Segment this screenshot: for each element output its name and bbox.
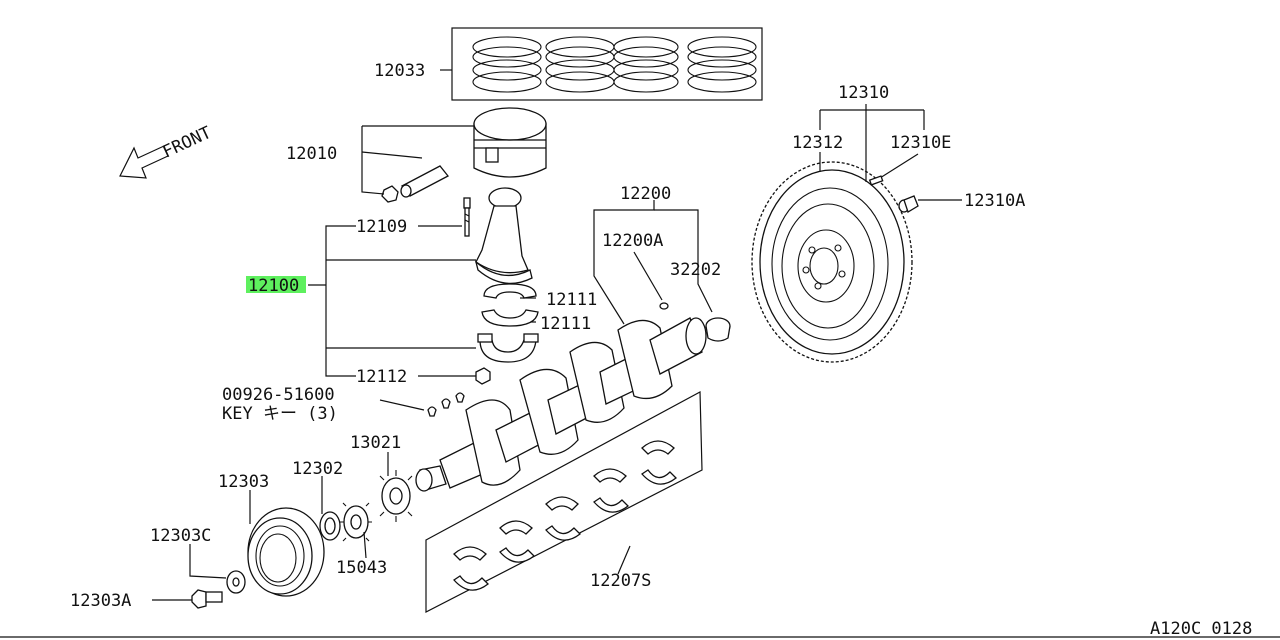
main-bearing-set[interactable] xyxy=(425,391,703,613)
callout-12111-lower[interactable]: 12111 xyxy=(540,314,591,334)
callout-12111-upper[interactable]: 12111 xyxy=(546,290,597,310)
callout-12303C[interactable]: 12303C xyxy=(150,526,211,546)
callout-12310E[interactable]: 12310E xyxy=(890,133,951,153)
conrod-bearing-upper[interactable] xyxy=(483,283,537,299)
callout-12312[interactable]: 12312 xyxy=(792,133,843,153)
callout-12303A[interactable]: 12303A xyxy=(70,591,131,611)
piston[interactable] xyxy=(473,107,547,178)
crank-sprocket[interactable] xyxy=(379,470,413,522)
front-label: FRONT xyxy=(160,123,215,163)
crank-pulley[interactable] xyxy=(247,507,325,597)
callout-12200[interactable]: 12200 xyxy=(620,184,671,204)
woodruff-keys[interactable] xyxy=(427,392,465,417)
callout-12303[interactable]: 12303 xyxy=(218,472,269,492)
conrod-cap[interactable] xyxy=(477,333,539,363)
conrod-bearing-lower[interactable] xyxy=(481,309,539,327)
flywheel-bolt[interactable] xyxy=(898,195,919,213)
connecting-rod[interactable] xyxy=(474,187,533,285)
callout-12112[interactable]: 12112 xyxy=(356,367,407,387)
conrod-bolt[interactable] xyxy=(463,197,471,237)
flywheel-dowel[interactable] xyxy=(868,175,884,186)
callout-12033[interactable]: 12033 xyxy=(374,61,425,81)
callout-32202[interactable]: 32202 xyxy=(670,260,721,280)
figure-code: A120C 0128 xyxy=(1150,619,1252,639)
crank-spacer[interactable] xyxy=(319,511,341,541)
callout-12310[interactable]: 12310 xyxy=(838,83,889,103)
callout-12310A[interactable]: 12310A xyxy=(964,191,1025,211)
pilot-bearing[interactable] xyxy=(705,317,731,342)
oil-pump-drive-gear[interactable] xyxy=(340,502,372,542)
piston-pin-nut[interactable] xyxy=(381,185,399,203)
callout-12200A[interactable]: 12200A xyxy=(602,231,663,251)
pulley-washer[interactable] xyxy=(226,570,246,594)
callout-12100[interactable]: 12100 xyxy=(248,276,299,296)
callout-13021[interactable]: 13021 xyxy=(350,433,401,453)
callout-12207S[interactable]: 12207S xyxy=(590,571,651,591)
front-arrow-icon xyxy=(119,145,169,179)
piston-ring-set[interactable] xyxy=(440,27,763,101)
pulley-bolt[interactable] xyxy=(191,589,223,609)
crankshaft[interactable] xyxy=(415,317,707,492)
callout-00926-51600[interactable]: 00926-51600 xyxy=(222,385,335,405)
callout-12302[interactable]: 12302 xyxy=(292,459,343,479)
piston-pin[interactable] xyxy=(400,165,449,198)
callout-15043[interactable]: 15043 xyxy=(336,558,387,578)
callout-12109[interactable]: 12109 xyxy=(356,217,407,237)
callout-highlight xyxy=(246,276,306,293)
conrod-nut[interactable] xyxy=(475,367,491,385)
key-label: KEY キー (3) xyxy=(222,404,338,424)
callout-12010[interactable]: 12010 xyxy=(286,144,337,164)
crankshaft-plug[interactable] xyxy=(659,302,669,310)
flywheel[interactable] xyxy=(751,161,913,363)
